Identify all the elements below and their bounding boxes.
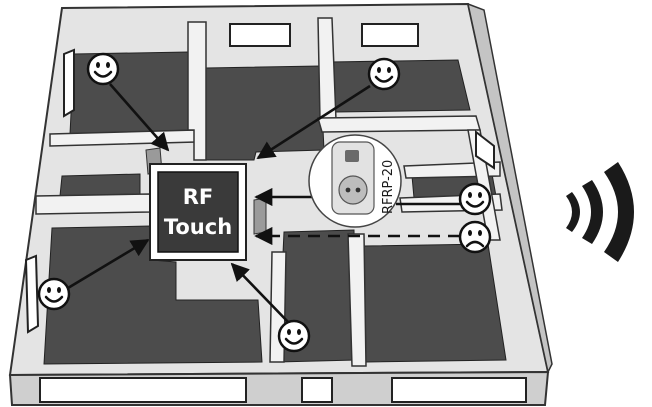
rf-touch-hub: RF Touch (149, 163, 247, 261)
sad-face-icon (458, 220, 492, 254)
happy-face-icon (37, 277, 71, 311)
windows (24, 23, 527, 403)
arrow-bottom-left (67, 238, 150, 290)
happy-face-icon (458, 182, 492, 216)
happy-face-icon (367, 57, 401, 91)
interior-walls (35, 17, 503, 367)
repeater-label: RFRP-20 (381, 160, 396, 214)
happy-face-icon (277, 319, 311, 353)
happy-face-icon (86, 52, 120, 86)
arrow-top-right (256, 84, 371, 160)
arrow-bottom (230, 262, 291, 325)
arrow-top-left (109, 83, 170, 152)
hub-label-line1: RF (183, 185, 214, 209)
signal-arrows (67, 83, 460, 325)
hub-label-line2: Touch (164, 215, 232, 239)
wireless-signal-icon (566, 162, 634, 262)
repeater-device: RFRP-20 (308, 134, 402, 228)
